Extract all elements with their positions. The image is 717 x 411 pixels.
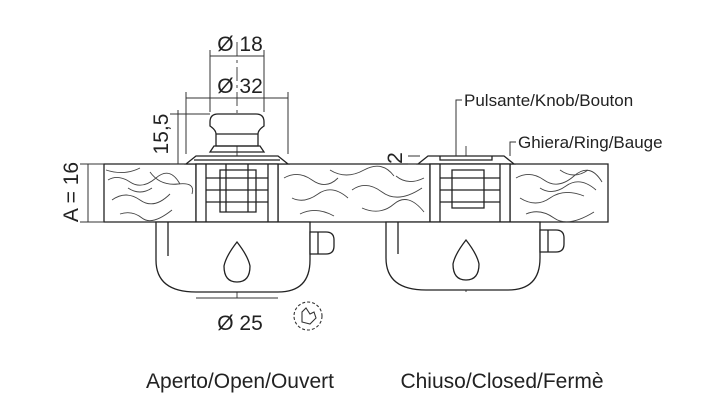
dim-label-32: Ø 32 xyxy=(217,75,263,98)
dim-knob-height: 15,5 xyxy=(150,110,210,165)
dim-label-2: 2 xyxy=(384,152,407,164)
caption-closed: Chiuso/Closed/Fermè xyxy=(400,370,603,393)
dim-label-25: Ø 25 xyxy=(217,312,263,335)
dim-panel-thickness: A = 16 xyxy=(60,162,104,223)
dim-closed-offset: 2 xyxy=(384,152,420,165)
latch-open xyxy=(309,231,335,255)
callout-knob-label: Pulsante/Knob/Bouton xyxy=(464,91,633,110)
callout-ring-label: Ghiera/Ring/Bauge xyxy=(518,133,663,152)
knob-open xyxy=(209,113,265,147)
lock-closed xyxy=(385,146,565,296)
dim-label-18: Ø 18 xyxy=(217,33,263,56)
lock-open xyxy=(155,42,335,298)
caption-open: Aperto/Open/Ouvert xyxy=(146,370,334,393)
dim-flange-diameter: Ø 32 xyxy=(185,75,289,154)
dim-hole-diameter: Ø 25 xyxy=(196,297,278,335)
callout-ring: Ghiera/Ring/Bauge xyxy=(509,133,663,156)
wood-grain xyxy=(105,165,603,223)
cylinder-open xyxy=(195,163,279,223)
latch-closed xyxy=(539,229,565,253)
dim-label-a16: A = 16 xyxy=(60,162,83,222)
dim-label-15-5: 15,5 xyxy=(150,114,173,155)
callout-knob: Pulsante/Knob/Bouton xyxy=(455,91,633,156)
keyhole-open xyxy=(223,240,251,283)
keyhole-closed xyxy=(452,238,480,281)
rotation-hand-icon xyxy=(293,301,323,331)
cylinder-closed xyxy=(429,163,511,223)
dim-knob-diameter: Ø 18 xyxy=(209,33,265,112)
panel-section xyxy=(103,163,609,223)
